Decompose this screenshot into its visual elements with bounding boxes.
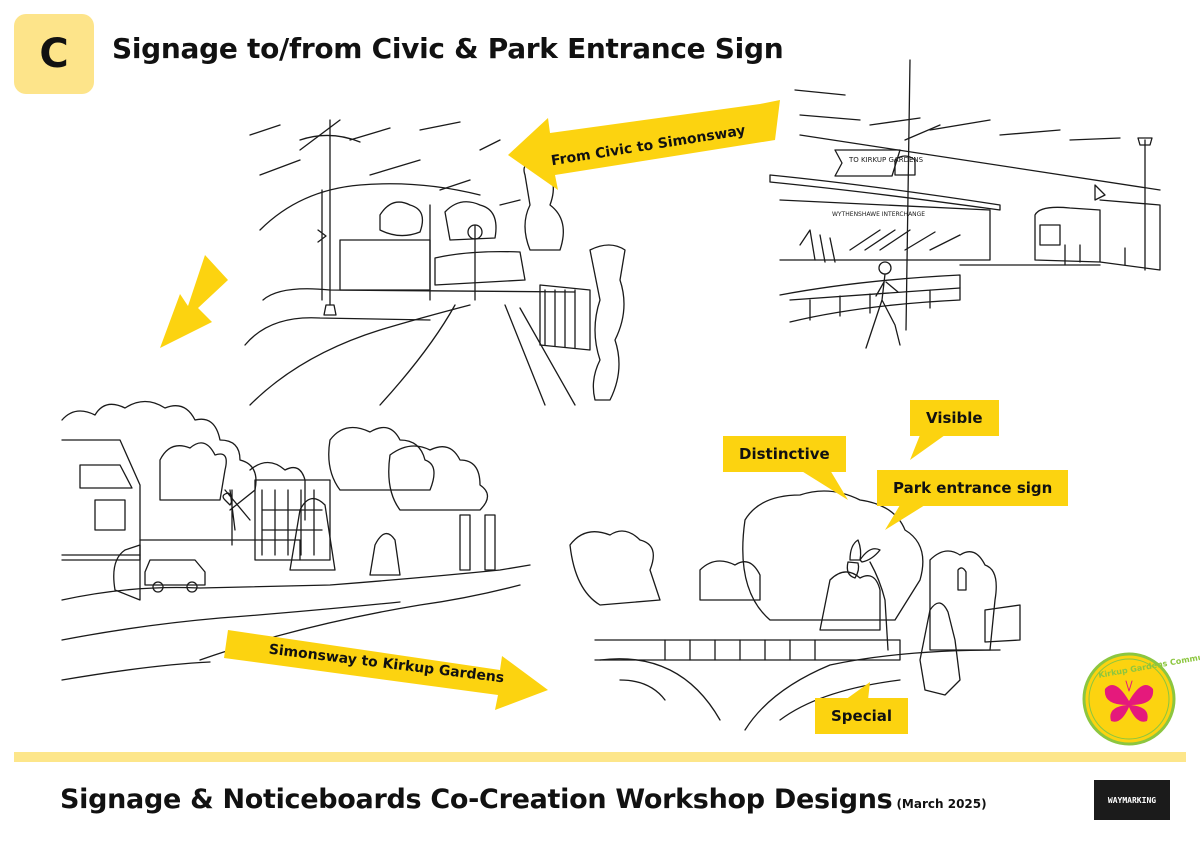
footer-date: (March 2025) bbox=[896, 797, 987, 811]
page-title: Signage to/from Civic & Park Entrance Si… bbox=[112, 32, 784, 65]
sketch-simonsway-scene bbox=[61, 400, 531, 681]
footer-band bbox=[14, 752, 1186, 762]
callout-visible: Visible bbox=[910, 400, 999, 436]
callout-tail-park-entrance bbox=[885, 505, 925, 530]
arrow-civic-to-simonsway bbox=[508, 100, 780, 190]
footer-title-text: Signage & Noticeboards Co-Creation Works… bbox=[60, 784, 893, 815]
kirkup-gardens-logo: Kirkup Gardens Community Taskforce bbox=[1082, 641, 1200, 746]
sketch-interchange-scene: TO KIRKUP GARDENS WYTHENSHAWE INTERCHANG… bbox=[769, 59, 1161, 349]
callout-tail-visible bbox=[910, 435, 945, 460]
arrow-down-left bbox=[160, 255, 228, 348]
callout-tail-special bbox=[845, 682, 870, 700]
fingerpost-text: TO KIRKUP GARDENS bbox=[848, 156, 924, 164]
callout-distinctive: Distinctive bbox=[723, 436, 846, 472]
waymarking-logo: WAYMARKING bbox=[1094, 780, 1170, 820]
sketch-park-entrance-scene bbox=[569, 490, 1021, 731]
section-badge: C bbox=[14, 14, 94, 94]
footer-title: Signage & Noticeboards Co-Creation Works… bbox=[60, 784, 987, 815]
callout-park-entrance: Park entrance sign bbox=[877, 470, 1069, 506]
callout-tail-distinctive bbox=[800, 470, 848, 500]
arrow-simonsway-to-kirkup bbox=[224, 630, 548, 710]
callout-special: Special bbox=[815, 698, 909, 734]
sketch-street-scene bbox=[244, 119, 626, 406]
interchange-text: WYTHENSHAWE INTERCHANGE bbox=[832, 211, 925, 218]
waymarking-logo-text: WAYMARKING bbox=[1107, 795, 1157, 805]
